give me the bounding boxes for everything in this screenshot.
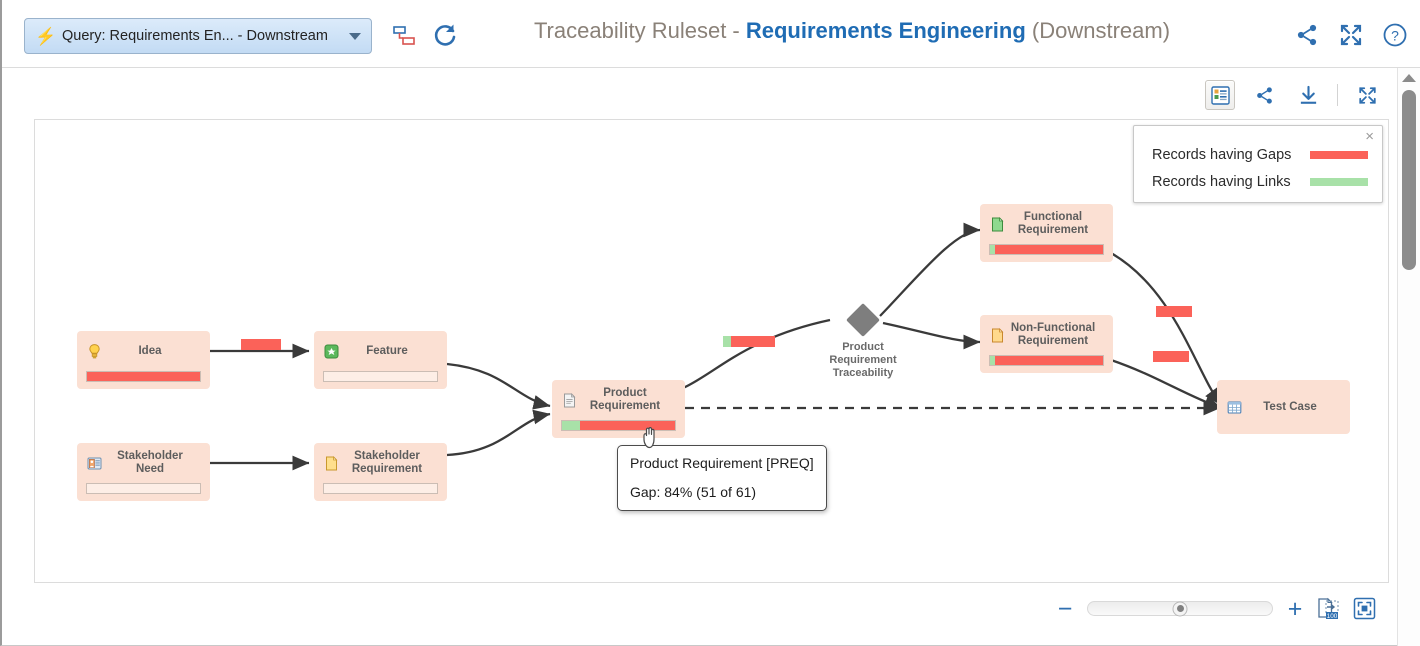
collapse-arrows-icon[interactable] [1338, 22, 1364, 48]
legend-panel[interactable]: × Records having Gaps Records having Lin… [1133, 125, 1383, 203]
node-label: Stakeholder Need [117, 450, 183, 475]
tooltip-detail: Gap: 84% (51 of 61) [630, 484, 757, 500]
split-view-icon[interactable] [392, 24, 416, 48]
legend-swatch-links [1310, 178, 1368, 186]
page-title-accent: Requirements Engineering [745, 18, 1026, 43]
edge-chip-idea-feature [241, 339, 281, 350]
edge-feature-product [446, 362, 551, 410]
node-label: Feature [366, 344, 408, 357]
diagram-toolbar [1205, 80, 1382, 110]
diagram-node-test-case[interactable]: Test Case [1217, 380, 1350, 434]
node-label: Idea [138, 344, 162, 357]
header-bar: ⚡ Query: Requirements En... - Downstream… [2, 0, 1420, 68]
diagram-node-product-requirement-traceability[interactable]: Product Requirement Traceability [818, 303, 908, 380]
download-icon[interactable] [1293, 80, 1323, 110]
yellow-document-icon [323, 455, 340, 472]
svg-text:?: ? [1391, 28, 1399, 44]
header-actions: ? [1294, 22, 1408, 48]
gray-document-icon [561, 392, 578, 409]
edge-chip-nonfunctional-testcase [1153, 351, 1189, 362]
node-label: Product Requirement Traceability [818, 341, 908, 380]
zoom-slider[interactable] [1087, 601, 1273, 616]
svg-text:100: 100 [1327, 613, 1338, 620]
legend-label: Records having Links [1152, 174, 1291, 190]
lightning-bolt-icon: ⚡ [35, 26, 57, 46]
expand-arrows-icon[interactable] [1352, 80, 1382, 110]
person-card-icon [86, 455, 103, 472]
table-grid-icon [1226, 399, 1243, 416]
edge-functional-testcase [1110, 252, 1222, 406]
zoom-out-button[interactable]: − [1057, 594, 1073, 623]
node-label-line1: Product [842, 341, 884, 353]
node-gap-bar [323, 483, 438, 494]
chevron-down-icon[interactable] [349, 32, 361, 40]
node-gap-bar [989, 244, 1104, 255]
node-gap-bar [561, 420, 676, 431]
diamond-shape-icon [846, 303, 880, 337]
diagram-node-stakeholder-need[interactable]: Stakeholder Need [77, 443, 210, 501]
share-icon[interactable] [1294, 22, 1320, 48]
refresh-icon[interactable] [432, 22, 458, 50]
node-label-line2: Requirement [829, 354, 897, 366]
tooltip-title: Product Requirement [PREQ] [630, 455, 814, 471]
edge-chip-functional-testcase [1156, 306, 1192, 317]
diagram-node-product-requirement[interactable]: Product Requirement [552, 380, 685, 438]
query-selector-dropdown[interactable]: ⚡ Query: Requirements En... - Downstream [24, 18, 372, 54]
page-title-suffix: (Downstream) [1025, 18, 1171, 43]
green-plus-icon [323, 343, 340, 360]
vertical-scrollbar[interactable] [1397, 68, 1420, 646]
green-document-icon [989, 216, 1006, 233]
legend-swatch-gaps [1310, 151, 1368, 159]
toolbar-divider [1337, 84, 1338, 106]
query-selector-label: Query: Requirements En... - Downstream [62, 28, 328, 44]
diagram-edges [210, 222, 1222, 471]
edge-chip-product-traceability [723, 336, 775, 347]
zoom-in-button[interactable]: + [1287, 594, 1303, 623]
legend-panel-icon[interactable] [1205, 80, 1235, 110]
diagram-node-non-functional-requirement[interactable]: Non-Functional Requirement [980, 315, 1113, 373]
node-tooltip: Product Requirement [PREQ] Gap: 84% (51 … [617, 445, 827, 511]
node-label: Product Requirement [589, 387, 661, 412]
node-label: Stakeholder Requirement [351, 450, 423, 475]
share-icon[interactable] [1249, 80, 1279, 110]
legend-item-links: Records having Links [1152, 174, 1368, 190]
node-label: Test Case [1263, 400, 1317, 413]
diagram-node-stakeholder-requirement[interactable]: Stakeholder Requirement [314, 443, 447, 501]
close-icon[interactable]: × [1365, 128, 1374, 145]
node-gap-bar [989, 355, 1104, 366]
help-icon[interactable]: ? [1382, 22, 1408, 48]
diagram-node-idea[interactable]: Idea [77, 331, 210, 389]
orange-document-icon [989, 327, 1006, 344]
edge-nonfunctional-testcase [1110, 358, 1222, 410]
lightbulb-icon [86, 343, 103, 360]
zoom-controls: − + 100 [1056, 594, 1376, 623]
node-label-line3: Traceability [832, 367, 894, 379]
node-gap-bar [323, 371, 438, 382]
page-title-prefix: Traceability Ruleset - [533, 18, 746, 43]
legend-label: Records having Gaps [1152, 147, 1292, 163]
diagram-canvas[interactable]: Idea Feature [34, 119, 1389, 583]
diagram-node-feature[interactable]: Feature [314, 331, 447, 389]
edge-product-traceability [682, 318, 831, 390]
scroll-up-arrow-icon[interactable] [1402, 74, 1416, 82]
mouse-cursor-icon [641, 425, 661, 451]
edge-traceability-nonfunctional [882, 321, 981, 350]
diagram-node-functional-requirement[interactable]: Functional Requirement [980, 204, 1113, 262]
edge-traceability-functional [879, 222, 981, 317]
fit-to-screen-icon[interactable] [1353, 597, 1376, 620]
scrollbar-thumb[interactable] [1402, 90, 1416, 270]
page-title: Traceability Ruleset - Requirements Engi… [472, 18, 1232, 44]
node-gap-bar [86, 483, 201, 494]
legend-item-gaps: Records having Gaps [1152, 147, 1368, 163]
node-gap-bar [86, 371, 201, 382]
edge-stkreq-product [446, 409, 551, 457]
zoom-slider-thumb[interactable] [1172, 601, 1188, 616]
zoom-100-icon[interactable]: 100 [1317, 597, 1340, 620]
node-label: Functional Requirement [1017, 211, 1089, 236]
node-label: Non-Functional Requirement [1010, 322, 1096, 347]
